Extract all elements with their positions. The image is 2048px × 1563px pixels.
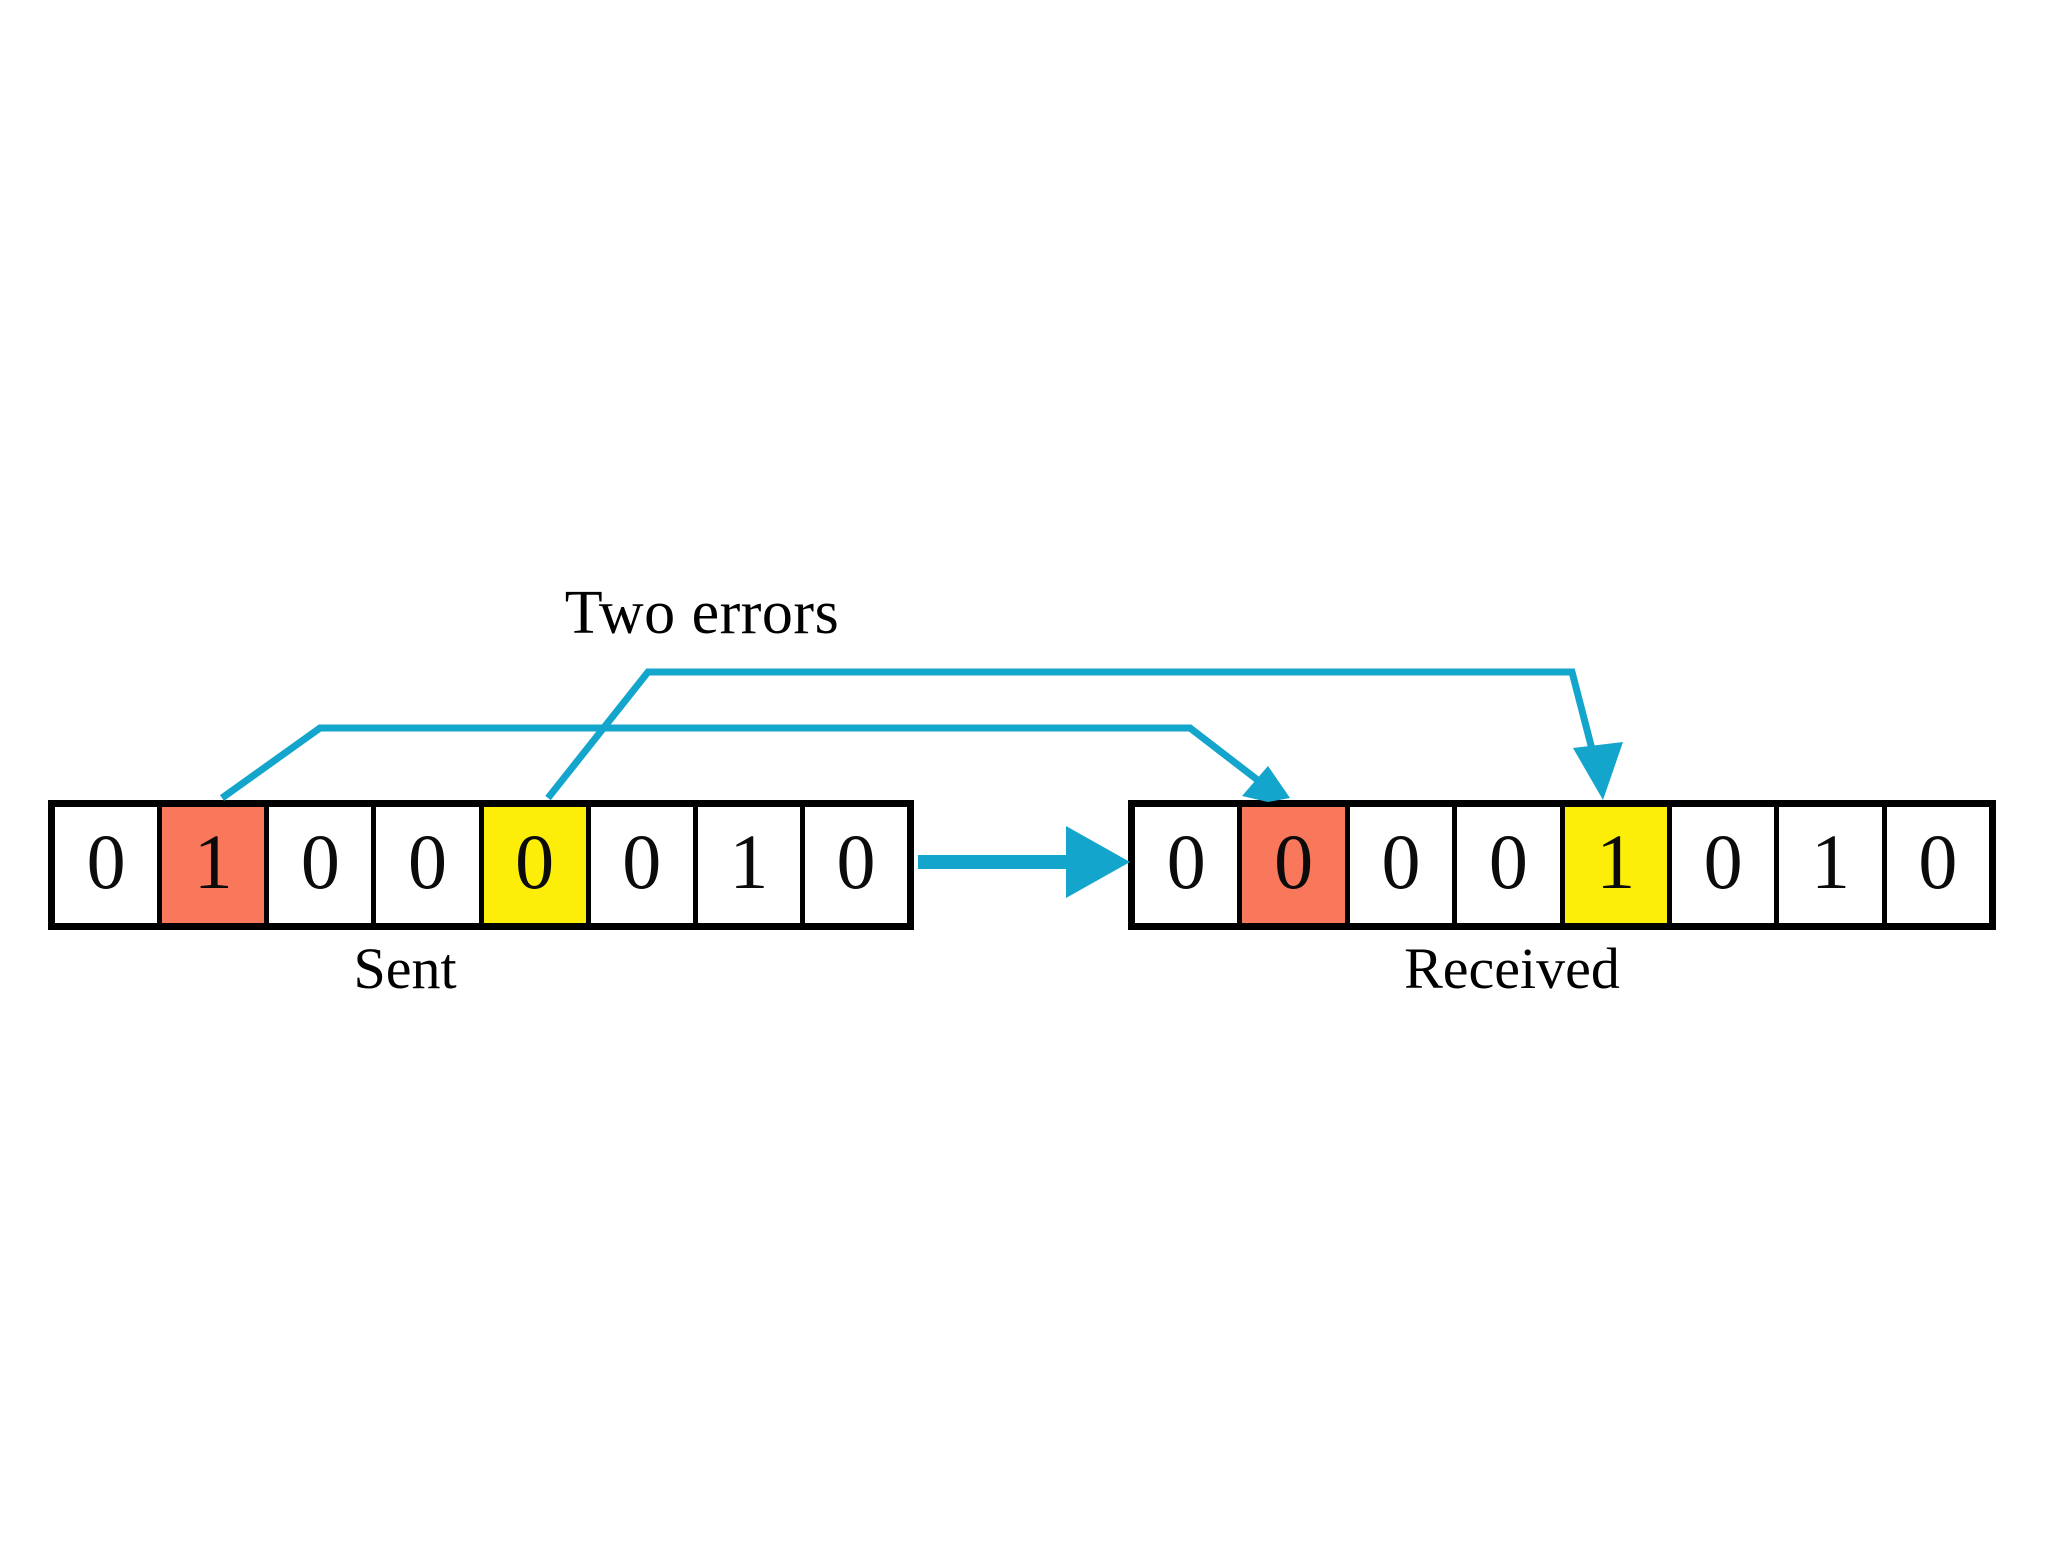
- error-link-red-arrowhead: [1242, 766, 1290, 802]
- received-bit-4-value: 1: [1596, 818, 1636, 905]
- two-errors-title: Two errors: [0, 578, 2048, 649]
- received-bit-6-value: 1: [1810, 818, 1850, 905]
- sent-bit-3: 0: [376, 807, 484, 923]
- received-bit-7: 0: [1886, 807, 1989, 923]
- sent-bit-5-value: 0: [622, 818, 662, 905]
- received-bit-3-value: 0: [1488, 818, 1528, 905]
- received-bit-0: 0: [1135, 807, 1243, 923]
- error-link-yellow: [545, 668, 1604, 801]
- sent-bit-6-value: 1: [729, 818, 769, 905]
- sent-bit-1: 1: [162, 807, 270, 923]
- received-bit-5: 0: [1671, 807, 1780, 923]
- sent-bit-6: 1: [697, 807, 805, 923]
- received-bit-6: 1: [1779, 807, 1887, 923]
- sent-bit-2-value: 0: [300, 818, 340, 905]
- received-bit-4: 1: [1564, 807, 1672, 923]
- sent-bit-7: 0: [804, 807, 907, 923]
- sent-bit-7-value: 0: [836, 818, 876, 905]
- sent-bit-frame: 0 1 0 0 0 0 1 0: [48, 800, 914, 930]
- sent-bit-2: 0: [269, 807, 377, 923]
- received-bit-3: 0: [1457, 807, 1565, 923]
- error-link-red: [219, 724, 1271, 801]
- sent-bit-1-value: 1: [193, 818, 233, 905]
- received-bit-1: 0: [1242, 807, 1350, 923]
- received-caption: Received: [1404, 936, 1620, 1001]
- received-bit-frame: 0 0 0 0 1 0 1 0: [1128, 800, 1996, 930]
- sent-bit-0-value: 0: [86, 818, 126, 905]
- sent-bit-3-value: 0: [407, 818, 447, 905]
- transmission-arrow-head: [1066, 826, 1130, 898]
- two-errors-title-text: Two errors: [564, 579, 840, 647]
- sent-bit-5: 0: [590, 807, 698, 923]
- sent-caption: Sent: [353, 936, 457, 1001]
- received-bit-2: 0: [1349, 807, 1458, 923]
- received-bit-1-value: 0: [1274, 818, 1314, 905]
- received-bit-7-value: 0: [1918, 818, 1958, 905]
- received-bit-0-value: 0: [1166, 818, 1206, 905]
- sent-bit-4-value: 0: [515, 818, 555, 905]
- sent-bit-0: 0: [55, 807, 163, 923]
- error-link-yellow-arrowhead: [1573, 742, 1623, 800]
- received-bit-2-value: 0: [1381, 818, 1421, 905]
- received-bit-5-value: 0: [1703, 818, 1743, 905]
- sent-bit-4: 0: [483, 807, 591, 923]
